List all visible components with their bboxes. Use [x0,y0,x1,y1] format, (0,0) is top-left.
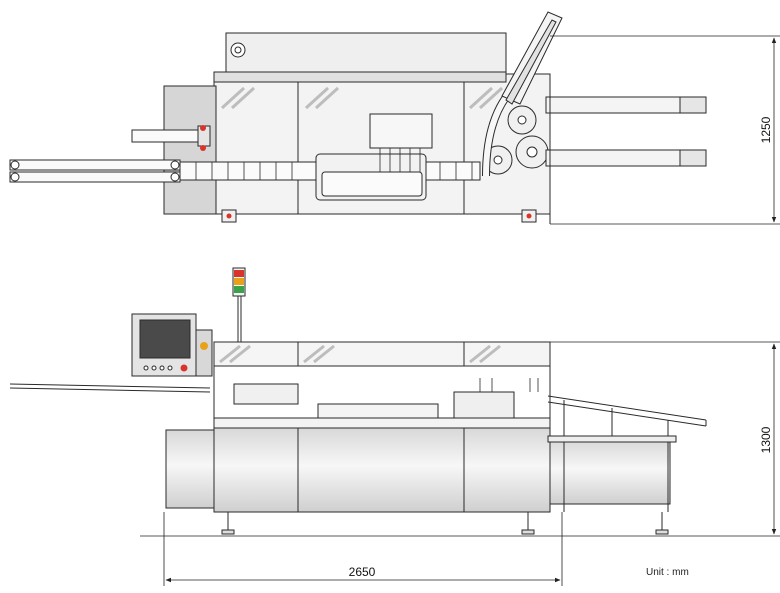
side-cabinet-center-1 [213,427,299,513]
side-glass-guard [213,341,551,367]
dimension-length [163,512,563,586]
top-glass-reflections [220,86,504,110]
side-view [9,267,707,535]
top-view [9,11,707,224]
beacon-amber-icon [234,278,244,285]
hmi-screen [139,319,191,359]
side-cabinet-left [165,429,215,509]
top-carton-magazine [501,11,563,105]
top-infeed-conveyor [9,159,181,171]
side-feet [221,512,669,535]
side-main-cabinet [213,417,551,429]
side-output-frame [547,395,707,512]
dimension-depth [550,35,780,225]
side-cabinet-right [549,439,671,505]
top-left-panel [163,85,217,215]
signal-tower [232,267,246,342]
dimension-height [140,341,780,537]
height-label: 1300 [759,426,773,453]
top-upper-housing [225,32,507,76]
depth-label: 1250 [759,116,773,143]
control-panel [131,313,213,377]
unit-label: Unit : mm [646,567,689,578]
top-pusher-arm [131,129,203,143]
emergency-stop-icon [180,364,188,372]
beacon-red-icon [234,270,244,277]
side-cabinet-center-3 [463,427,551,513]
length-label: 2650 [349,565,376,579]
side-cabinet-center-2 [297,427,465,513]
beacon-green-icon [234,286,244,293]
top-folding-unit [369,113,433,149]
